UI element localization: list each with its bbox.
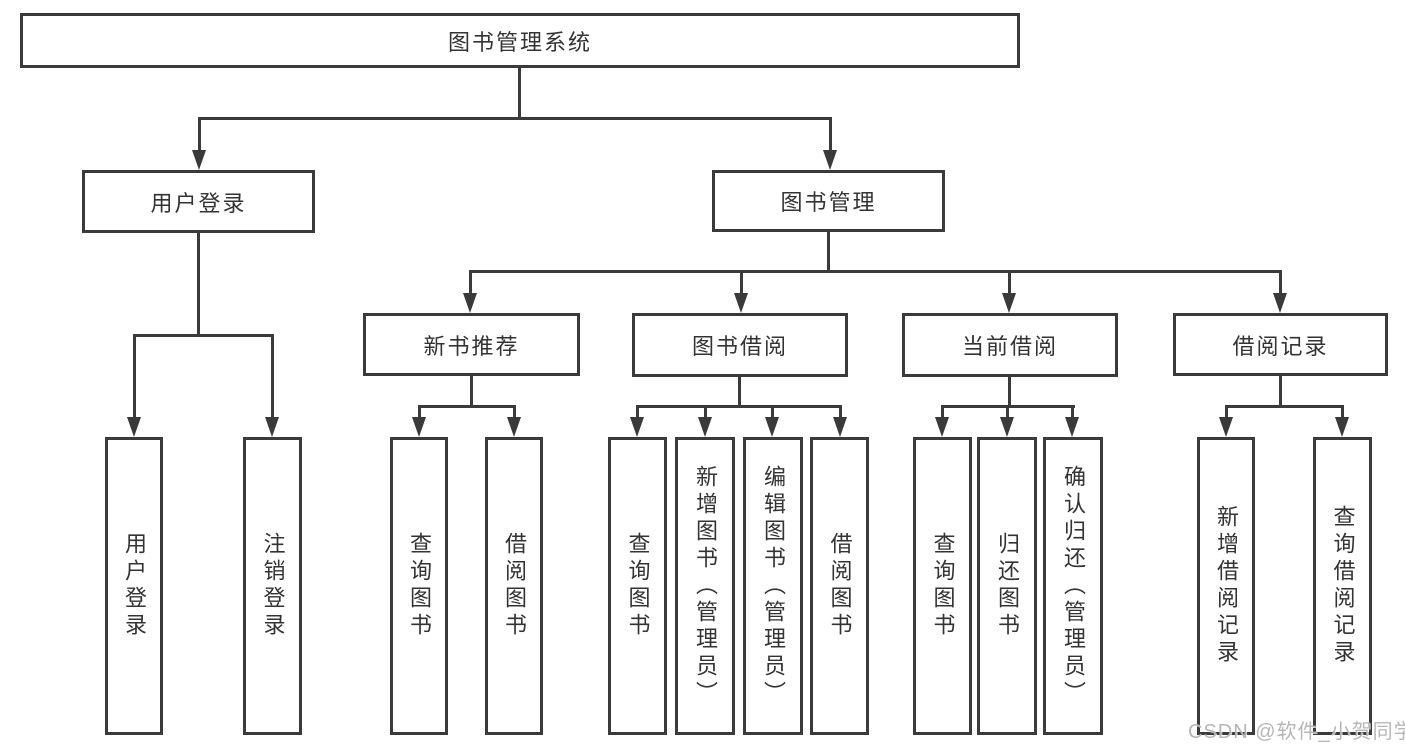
connector-line (133, 334, 274, 337)
leaf-add-book-admin: 新增图书（管理员） (675, 437, 735, 735)
leaf-return-book: 归还图书 (977, 437, 1037, 735)
arrowhead-down-icon (734, 293, 748, 313)
arrowhead-down-icon (1335, 417, 1349, 437)
leaf-query-book-current: 查询图书 (913, 437, 972, 735)
arrowhead-down-icon (265, 417, 279, 437)
connector-line (271, 334, 274, 418)
arrowhead-down-icon (823, 150, 837, 170)
node-book-borrow: 图书借阅 (632, 313, 848, 377)
connector-line (133, 334, 136, 418)
connector-line (829, 117, 832, 152)
node-new-book-recommend: 新书推荐 (363, 313, 580, 376)
connector-line (1006, 405, 1009, 419)
leaf-borrow-book-recommend: 借阅图书 (485, 437, 543, 735)
connector-line (470, 375, 473, 407)
connector-line (197, 233, 200, 336)
leaf-query-book-recommend: 查询图书 (390, 437, 448, 735)
arrowhead-down-icon (192, 150, 206, 170)
arrowhead-down-icon (833, 417, 847, 437)
connector-line (839, 405, 842, 419)
connector-line (1071, 405, 1074, 419)
connector-line (198, 117, 201, 152)
leaf-logout: 注销登录 (243, 437, 302, 735)
node-user-login: 用户登录 (82, 170, 315, 233)
arrowhead-down-icon (1065, 417, 1079, 437)
connector-line (513, 405, 516, 419)
connector-line (636, 405, 841, 408)
node-current-borrow: 当前借阅 (902, 313, 1118, 377)
connector-line (1008, 377, 1011, 407)
leaf-add-borrow-record: 新增借阅记录 (1197, 437, 1255, 735)
connector-line (469, 270, 472, 295)
leaf-user-login: 用户登录 (105, 437, 163, 735)
watermark-text: CSDN @软件_小贺同学 (1188, 721, 1405, 743)
connector-line (1225, 405, 1228, 419)
connector-line (771, 405, 774, 419)
connector-line (740, 270, 743, 295)
connector-line (518, 68, 521, 118)
connector-line (418, 405, 516, 408)
leaf-query-borrow-record: 查询借阅记录 (1313, 437, 1372, 735)
connector-line (704, 405, 707, 419)
connector-line (1341, 405, 1344, 419)
arrowhead-down-icon (1002, 293, 1016, 313)
connector-line (469, 270, 1282, 273)
connector-line (418, 405, 421, 419)
arrowhead-down-icon (698, 417, 712, 437)
leaf-query-book-borrow: 查询图书 (608, 437, 667, 735)
connector-line (827, 232, 830, 272)
arrowhead-down-icon (412, 417, 426, 437)
arrowhead-down-icon (630, 417, 644, 437)
connector-line (1279, 375, 1282, 407)
connector-line (1225, 405, 1344, 408)
connector-line (1008, 270, 1011, 295)
arrowhead-down-icon (507, 417, 521, 437)
arrowhead-down-icon (127, 417, 141, 437)
leaf-edit-book-admin: 编辑图书（管理员） (743, 437, 803, 735)
connector-line (1279, 270, 1282, 295)
leaf-borrow-book: 借阅图书 (810, 437, 869, 735)
arrowhead-down-icon (935, 417, 949, 437)
leaf-confirm-return-admin: 确认归还（管理员） (1043, 437, 1103, 735)
arrowhead-down-icon (765, 417, 779, 437)
arrowhead-down-icon (463, 293, 477, 313)
arrowhead-down-icon (1273, 293, 1287, 313)
connector-line (198, 117, 832, 120)
connector-line (636, 405, 639, 419)
node-book-management: 图书管理 (712, 170, 945, 232)
connector-line (941, 405, 944, 419)
arrowhead-down-icon (1000, 417, 1014, 437)
arrowhead-down-icon (1219, 417, 1233, 437)
node-borrow-record: 借阅记录 (1173, 313, 1388, 376)
connector-line (738, 377, 741, 407)
node-root: 图书管理系统 (20, 13, 1020, 68)
